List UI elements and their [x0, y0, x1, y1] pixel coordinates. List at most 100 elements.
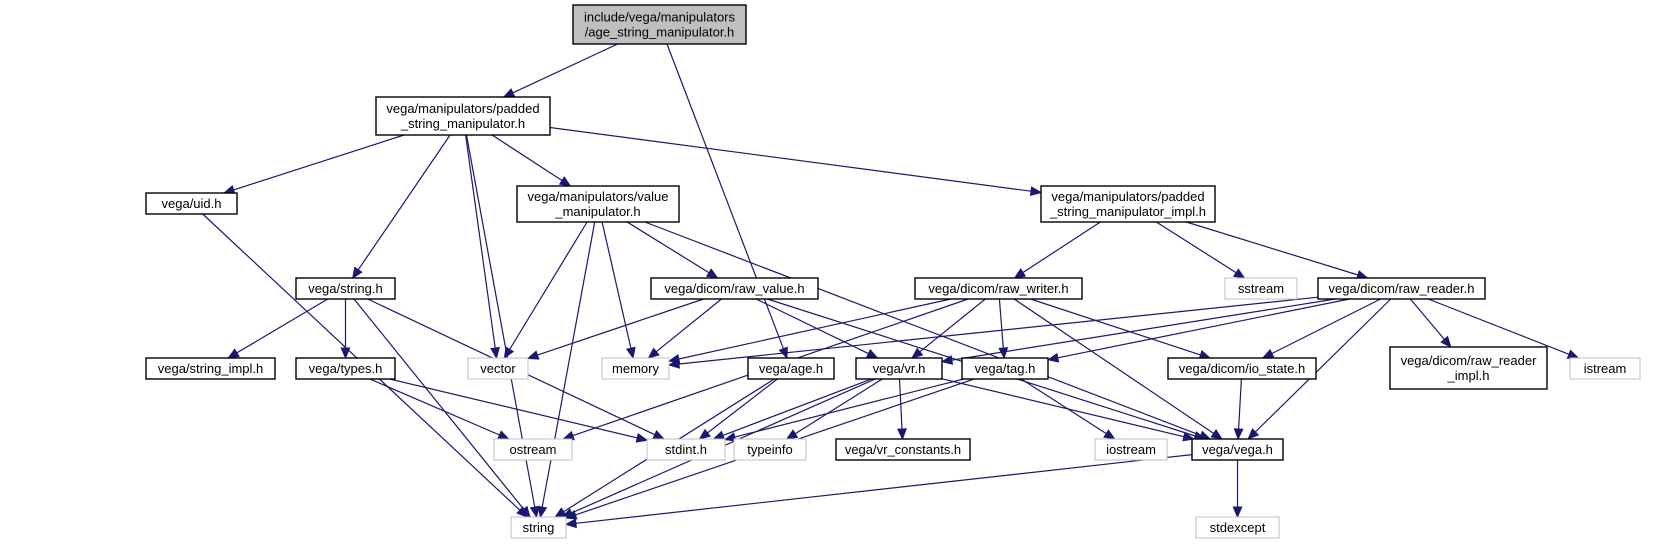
node-label: sstream [1238, 281, 1284, 296]
arrowhead [1182, 431, 1195, 442]
node-box [1094, 438, 1168, 461]
arrowhead [998, 347, 1009, 360]
edge-root-to-age [666, 43, 788, 360]
node-raw-reader[interactable]: vega/dicom/raw_reader.h [1317, 277, 1486, 300]
edge-padded-to-value_manip [491, 134, 572, 187]
node-string: string [510, 516, 567, 539]
node-vr-constants[interactable]: vega/vr_constants.h [835, 438, 971, 461]
node-string-h[interactable]: vega/string.h [295, 277, 396, 300]
edge-raw_reader-to-vega [1247, 298, 1392, 440]
node-box [1167, 357, 1317, 380]
arrowhead [667, 359, 680, 369]
node-label: /age_string_manipulator.h [585, 25, 735, 40]
node-box [145, 357, 276, 380]
arrowhead [497, 430, 510, 440]
node-label: _manipulator.h [554, 204, 640, 219]
node-vector: vector [467, 357, 529, 380]
edge-raw_reader-to-tag [1046, 298, 1350, 363]
edge-line [491, 134, 563, 182]
arrowhead [1103, 429, 1116, 440]
node-label: memory [612, 361, 659, 376]
edge-line [357, 134, 451, 271]
arrowhead [1013, 268, 1027, 279]
edge-line [233, 134, 405, 191]
node-box [961, 357, 1049, 380]
edge-padded-to-vector [465, 134, 500, 360]
node-memory: memory [601, 357, 670, 380]
edge-padded_impl-to-raw_reader [1186, 221, 1369, 280]
edge-line [549, 126, 1032, 192]
node-box [572, 4, 747, 45]
arrowhead [526, 350, 540, 360]
edge-line [1020, 378, 1107, 435]
arrowhead [785, 429, 799, 440]
node-label: vega/types.h [309, 361, 383, 376]
node-box [516, 185, 680, 223]
edge-value_manip-to-raw_value [626, 221, 719, 279]
edge-line [1238, 378, 1242, 430]
node-raw-writer[interactable]: vega/dicom/raw_writer.h [914, 277, 1083, 300]
arrowhead [490, 346, 500, 360]
arrowhead [558, 176, 572, 187]
node-label: vega/vr_constants.h [845, 442, 961, 457]
arrowhead [647, 347, 660, 359]
node-label: vega/manipulators/padded [1051, 189, 1204, 204]
edge-line [1186, 221, 1359, 276]
edge-line [601, 221, 632, 349]
node-box [1191, 438, 1284, 461]
node-box [1317, 277, 1486, 300]
node-io-state[interactable]: vega/dicom/io_state.h [1167, 357, 1317, 380]
edge-line [755, 298, 869, 355]
node-uid[interactable]: vega/uid.h [145, 192, 238, 215]
arrowhead [564, 510, 578, 520]
edge-types-to-stdint [389, 378, 649, 443]
node-raw-reader-impl[interactable]: vega/dicom/raw_reader_impl.h [1389, 346, 1548, 390]
edge-line [678, 296, 1319, 365]
edge-line [919, 298, 986, 353]
edge-line [655, 298, 722, 353]
node-label: typeinfo [747, 442, 793, 457]
node-iostream: iostream [1094, 438, 1168, 461]
node-label: include/vega/manipulators [584, 10, 736, 25]
edge-age-to-stdint [698, 378, 778, 440]
node-root[interactable]: include/vega/manipulators/age_string_man… [572, 4, 747, 45]
node-label: stdint.h [665, 442, 707, 457]
edge-line [369, 378, 500, 436]
node-padded-impl[interactable]: vega/manipulators/padded_string_manipula… [1040, 185, 1216, 223]
edge-raw_writer-to-tag [998, 298, 1009, 360]
edge-line [644, 221, 1202, 436]
arrowhead [340, 347, 351, 360]
edge-line [666, 43, 784, 349]
edge-line [236, 298, 329, 354]
edge-vr-to-vega [941, 378, 1195, 442]
node-value-manip[interactable]: vega/manipulators/value_manipulator.h [516, 185, 680, 223]
node-label: vega/vega.h [1202, 442, 1273, 457]
edge-vega-to-stdexcept [1232, 460, 1243, 519]
node-box [1224, 277, 1298, 300]
edge-value_manip-to-memory [601, 221, 636, 360]
node-label: vega/vr.h [873, 361, 926, 376]
node-vega[interactable]: vega/vega.h [1191, 438, 1284, 461]
node-age[interactable]: vega/age.h [747, 357, 835, 380]
edge-line [575, 454, 1193, 524]
node-box [601, 357, 670, 380]
arrowhead [564, 518, 577, 529]
node-stdexcept: stdexcept [1195, 516, 1280, 539]
node-tag[interactable]: vega/tag.h [961, 357, 1049, 380]
node-types[interactable]: vega/types.h [295, 357, 396, 380]
node-padded[interactable]: vega/manipulators/padded_string_manipula… [375, 96, 551, 136]
arrowhead [503, 346, 515, 360]
node-box [1569, 357, 1641, 380]
edge-vega-to-string [564, 454, 1193, 529]
edge-line [1155, 221, 1237, 274]
node-label: istream [1584, 361, 1627, 376]
edge-string_h-to-string [353, 298, 531, 519]
node-raw-value[interactable]: vega/dicom/raw_value.h [650, 277, 819, 300]
edge-tag-to-stdint [723, 378, 964, 442]
node-string-impl[interactable]: vega/string_impl.h [145, 357, 276, 380]
arrowhead [1566, 349, 1580, 359]
arrowhead [1029, 186, 1043, 196]
node-vr[interactable]: vega/vr.h [855, 357, 943, 380]
node-label: vega/manipulators/value [528, 189, 669, 204]
